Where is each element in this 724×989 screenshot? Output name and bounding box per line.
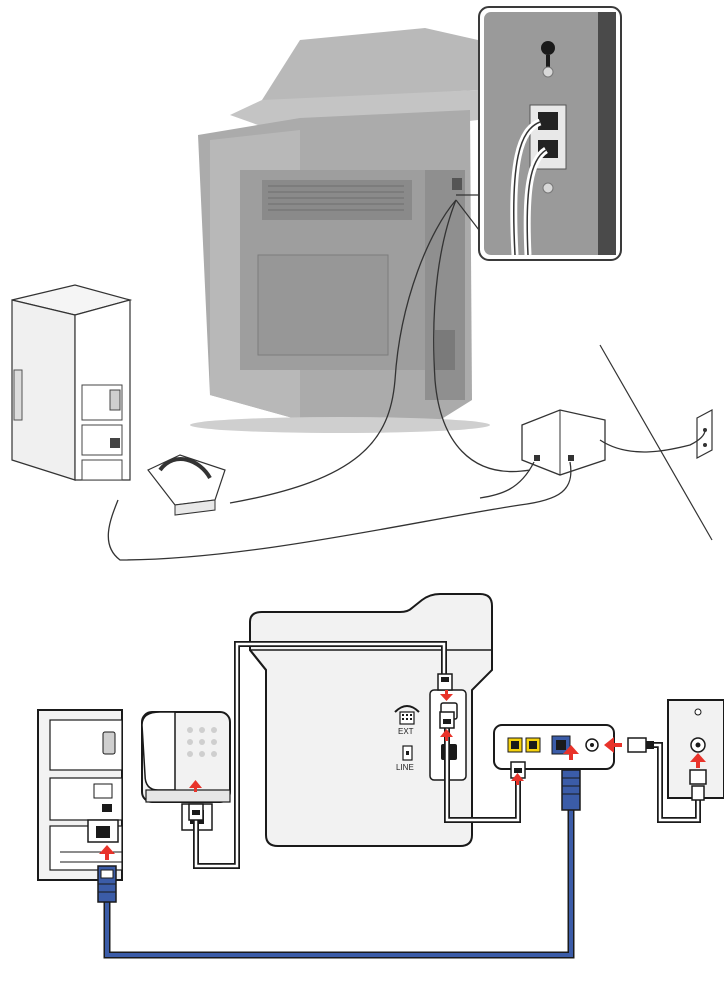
rj11-plug-line <box>440 712 454 728</box>
rj45-plug-computer <box>98 866 116 902</box>
computer-tower <box>12 285 130 480</box>
inset-zoom-port-panel <box>479 7 621 260</box>
line-art-diagram: EXT LINE <box>38 594 724 955</box>
telephone-back <box>142 712 230 830</box>
computer-tower-back <box>38 710 122 880</box>
wall-plate <box>668 700 724 798</box>
telephone <box>148 455 225 515</box>
line-port-icon <box>403 746 412 760</box>
mfp-printer-rear-view <box>190 28 490 433</box>
mfp-device: EXT LINE <box>250 594 492 846</box>
rj45-plug-modem <box>562 770 580 810</box>
line-splitter <box>522 410 605 475</box>
line-label: LINE <box>396 763 414 772</box>
rj11-plug-telephone <box>189 804 203 820</box>
rj11-plug-ext <box>438 674 452 690</box>
computer-modem-port <box>96 826 110 838</box>
photo-illustration <box>12 7 712 560</box>
ext-label: EXT <box>398 727 414 736</box>
